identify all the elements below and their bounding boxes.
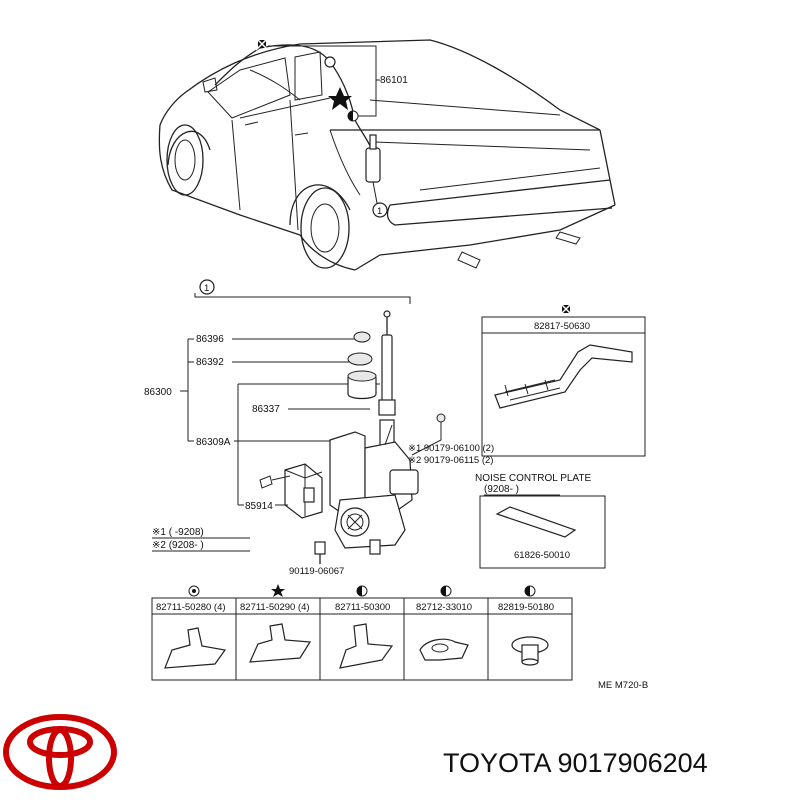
cross-marker-icon <box>255 37 269 51</box>
clip-part-number: 82711-50290 (4) <box>240 602 310 613</box>
clip-drawing <box>419 638 469 661</box>
star-marker-icon <box>271 584 285 597</box>
noise-control-plate: NOISE CONTROL PLATE (9208- ) 61826-50010 <box>475 473 606 569</box>
cable-box-part-number: 82817-50630 <box>534 321 590 332</box>
diagram-code: ME M720-B <box>598 680 648 691</box>
clip-part-number: 82819-50180 <box>498 602 554 613</box>
callout-86396: 86396 <box>196 334 224 345</box>
callout-86392: 86392 <box>196 357 224 368</box>
brand-caption: TOYOTA 9017906204 <box>443 748 708 778</box>
clip-drawing <box>164 627 227 669</box>
half-circle-marker-icon <box>356 585 368 597</box>
clip-part-number: 82712-33010 <box>416 602 472 613</box>
callout-90179-a: ※1 90179-06100 (2) <box>408 443 494 454</box>
clip-marker-icon <box>324 56 336 68</box>
half-circle-marker-icon <box>440 585 452 597</box>
antenna-assembly: 1 86396 86392 86300 86337 86309A <box>144 279 494 577</box>
assembly-ref-label: 1 <box>204 283 209 294</box>
clip-table: 82711-50280 (4) 82711-50290 (4) 82711-50… <box>151 584 648 691</box>
clip-part-number: 82711-50280 (4) <box>156 602 226 613</box>
callout-85914: 85914 <box>245 501 273 512</box>
cross-marker-icon <box>559 302 573 316</box>
callout-90119: 90119-06067 <box>289 566 344 577</box>
half-circle-marker-icon <box>524 585 536 597</box>
noise-plate-range: (9208- ) <box>484 484 519 495</box>
note-range-2: ※2 (9208- ) <box>152 540 204 551</box>
callout-86101: 86101 <box>380 75 408 86</box>
clip-drawing <box>511 636 549 666</box>
callout-90179-b: ※2 90179-06115 (2) <box>408 455 493 466</box>
callout-86337: 86337 <box>252 404 280 415</box>
clip-marker-icon <box>188 585 200 597</box>
star-marker-icon <box>328 87 352 110</box>
half-circle-marker-icon <box>347 110 359 122</box>
callout-86309A: 86309A <box>196 437 231 448</box>
toyota-logo-icon <box>3 714 117 790</box>
clip-drawing <box>339 623 394 669</box>
callout-86300: 86300 <box>144 387 172 398</box>
clip-drawing <box>249 623 312 663</box>
ref-circle-label: 1 <box>377 206 382 217</box>
ref-circle-1 <box>372 202 388 218</box>
note-range-1: ※1 ( -9208) <box>152 527 204 538</box>
clip-part-number: 82711-50300 <box>335 602 390 613</box>
noise-plate-part-number: 61826-50010 <box>514 550 570 561</box>
cable-box: 82817-50630 <box>481 302 646 457</box>
noise-plate-title: NOISE CONTROL PLATE <box>475 473 591 484</box>
car-illustration: 1 <box>158 37 616 271</box>
